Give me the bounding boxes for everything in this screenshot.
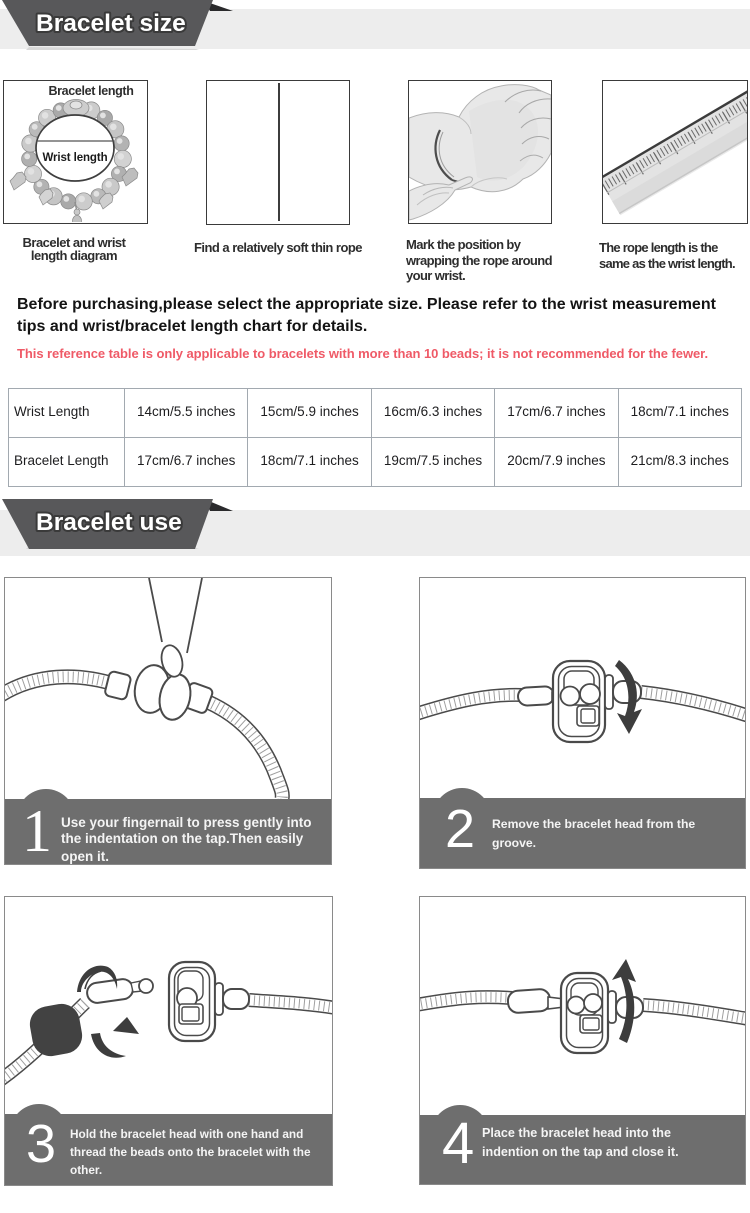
svg-text:1: 1	[22, 798, 52, 864]
svg-text:groove.: groove.	[492, 836, 536, 850]
svg-text:Use your fingernail to press g: Use your fingernail to press gently into	[61, 815, 312, 830]
svg-text:thread the beads onto the brac: thread the beads onto the bracelet with …	[70, 1145, 311, 1159]
svg-text:Place the bracelet head into t: Place the bracelet head into the	[482, 1126, 671, 1140]
svg-text:other.: other.	[70, 1163, 102, 1177]
svg-text:the indentation on the tap.The: the indentation on the tap.Then easily	[61, 831, 304, 846]
svg-text:4: 4	[442, 1111, 474, 1176]
svg-text:Hold the bracelet head with on: Hold the bracelet head with one hand and	[70, 1127, 303, 1141]
svg-text:Wrist length: Wrist length	[42, 152, 107, 164]
svg-text:2: 2	[445, 799, 475, 859]
svg-text:indention on the tap and close: indention on the tap and close it.	[482, 1145, 679, 1159]
svg-text:Bracelet use: Bracelet use	[36, 509, 182, 536]
svg-text:open it.: open it.	[61, 849, 109, 864]
svg-text:Bracelet size: Bracelet size	[36, 10, 186, 37]
svg-text:3: 3	[26, 1114, 56, 1174]
svg-text:Remove the bracelet head from: Remove the bracelet head from the	[492, 817, 695, 831]
